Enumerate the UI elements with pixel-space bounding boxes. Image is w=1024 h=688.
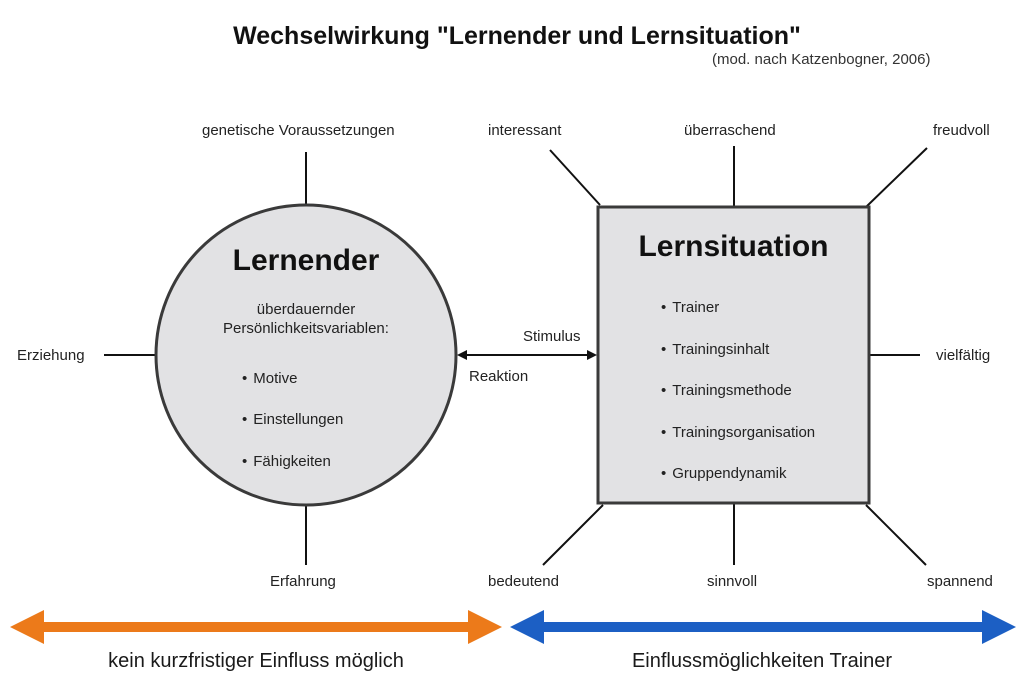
interaction-reaction-label: Reaktion — [469, 368, 529, 385]
situation-label-bottom-left: bedeutend — [488, 573, 559, 590]
connector-situation-top-right — [865, 147, 928, 208]
situation-item: Trainer — [661, 299, 719, 316]
learner-circle — [154, 203, 458, 507]
interaction-stimulus-label: Stimulus — [523, 328, 581, 345]
diagram-title: Wechselwirkung "Lernender und Lernsituat… — [233, 22, 801, 50]
interaction-arrowhead-right — [587, 350, 597, 360]
learner-heading: Lernender — [232, 244, 380, 277]
learner-subheading-line1: überdauernder — [256, 301, 356, 318]
situation-label-top-right: freudvoll — [933, 122, 990, 139]
influence-left-label: kein kurzfristiger Einfluss möglich — [108, 650, 404, 672]
learner-label-top: genetische Voraussetzungen — [202, 122, 395, 139]
learner-label-left: Erziehung — [17, 347, 85, 364]
connector-situation-top-left — [549, 149, 601, 206]
situation-item: Gruppendynamik — [661, 465, 786, 482]
learner-subheading-line2: Persönlichkeitsvariablen: — [223, 320, 389, 337]
learner-item: Motive — [242, 370, 297, 387]
situation-label-bottom-right: spannend — [927, 573, 993, 590]
interaction-arrowhead-left — [457, 350, 467, 360]
situation-heading: Lernsituation — [638, 230, 829, 263]
situation-label-bottom: sinnvoll — [707, 573, 758, 590]
diagram-source: (mod. nach Katzenbogner, 2006) — [712, 51, 931, 68]
situation-item: Trainingsinhalt — [661, 341, 769, 358]
connector-situation-bottom-right — [865, 504, 927, 566]
connector-situation-bottom-left — [542, 504, 604, 566]
situation-item: Trainingsorganisation — [661, 424, 815, 441]
learner-item: Fähigkeiten — [242, 453, 331, 470]
learner-label-bottom: Erfahrung — [270, 573, 336, 590]
situation-label-top-left: interessant — [488, 122, 562, 139]
situation-item: Trainingsmethode — [661, 382, 792, 399]
situation-label-right: vielfältig — [936, 347, 991, 364]
influence-arrow-right — [510, 610, 1016, 644]
learner-subheading: überdauernder Persönlichkeitsvariablen: — [156, 300, 456, 338]
influence-arrow-left — [10, 610, 502, 644]
situation-label-top: überraschend — [684, 122, 776, 139]
influence-right-label: Einflussmöglichkeiten Trainer — [631, 650, 893, 672]
learner-item: Einstellungen — [242, 411, 343, 428]
